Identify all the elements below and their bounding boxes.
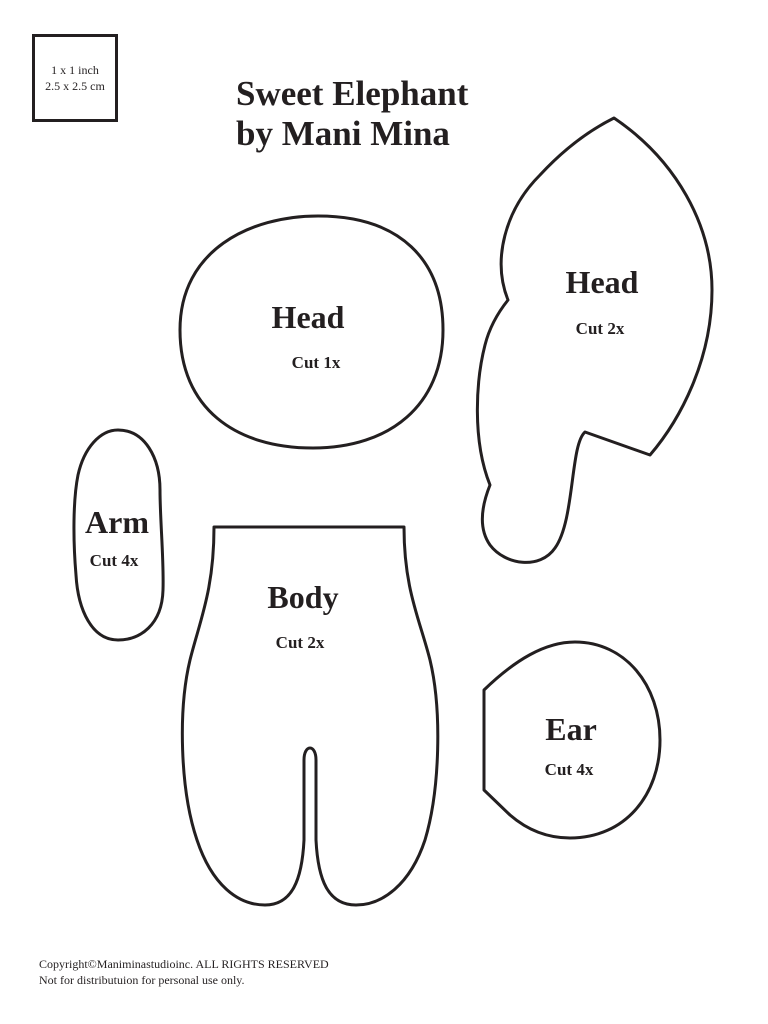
body-cut: Cut 2x (276, 633, 325, 652)
arm-piece: Arm Cut 4x (72, 428, 165, 642)
copyright-text: Copyright©Maniminastudioinc. ALL RIGHTS … (39, 957, 329, 971)
ear-piece: Ear Cut 4x (482, 640, 662, 840)
scale-inch-label: 1 x 1 inch (51, 63, 99, 77)
head-side-piece: Head Cut 2x (475, 116, 714, 564)
footer: Copyright©Maniminastudioinc. ALL RIGHTS … (39, 956, 329, 988)
title-line-2: by Mani Mina (236, 114, 450, 153)
arm-name: Arm (85, 504, 149, 540)
page-title: Sweet Elephant by Mani Mina (236, 74, 468, 154)
usage-notice: Not for distributuion for personal use o… (39, 973, 245, 987)
ear-name: Ear (545, 711, 597, 747)
scale-reference-box: 1 x 1 inch 2.5 x 2.5 cm (32, 34, 118, 122)
scale-cm-label: 2.5 x 2.5 cm (45, 79, 105, 93)
head-front-piece: Head Cut 1x (178, 214, 445, 450)
head-side-outline (475, 116, 714, 564)
body-outline (180, 525, 440, 907)
head-front-cut: Cut 1x (292, 353, 341, 372)
head-side-cut: Cut 2x (576, 319, 625, 338)
body-name: Body (267, 579, 338, 615)
title-line-1: Sweet Elephant (236, 74, 469, 113)
ear-cut: Cut 4x (545, 760, 594, 779)
body-piece: Body Cut 2x (180, 525, 440, 907)
arm-outline (72, 428, 165, 642)
arm-cut: Cut 4x (90, 551, 139, 570)
head-front-outline (178, 214, 445, 450)
ear-outline (482, 640, 662, 840)
head-side-name: Head (566, 264, 639, 300)
head-front-name: Head (272, 299, 345, 335)
